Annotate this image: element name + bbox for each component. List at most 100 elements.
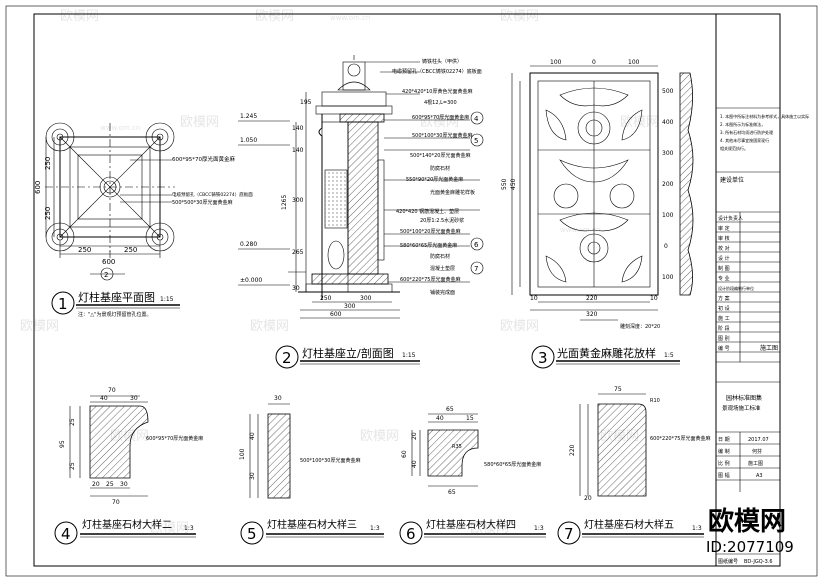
view-title: 灯柱基座石材大样四	[426, 518, 516, 531]
carve-dim: 10	[530, 295, 538, 302]
view-scale: 1:3	[692, 525, 702, 532]
view-title: 灯柱基座立/剖面图	[302, 346, 394, 360]
tb-row: 专 业	[718, 275, 730, 282]
tb-note: 2. 本图所示为标准做法，	[720, 121, 765, 127]
d5-label: 500*100*30厚光面黄金麻	[300, 457, 360, 464]
d5-dim: 40	[249, 432, 256, 440]
carve-label: 雕刻深度：20*20	[620, 323, 660, 330]
plan-label: 电缆预留孔（CBCC铸铁02274）底板面	[172, 191, 253, 198]
tb-row: 审 定	[718, 225, 730, 232]
carve-dim: 0	[592, 59, 596, 66]
view-scale: 1:15	[402, 352, 416, 359]
watermark-url: www.om.cn	[560, 226, 600, 234]
elev-label: 550*90*20厚光面黄金麻	[406, 176, 463, 183]
elev-dim: 1265	[281, 195, 288, 210]
d6-label: 580*60*65厚光面黄金麻	[484, 461, 541, 468]
tb-scale-label: 比 例	[718, 460, 730, 467]
watermark-text: 欧模网	[500, 9, 539, 24]
d6-dim: 20	[411, 432, 418, 440]
tb-note: 1. 本图中所标注材料为参考样式，具体施工以实际	[720, 113, 809, 119]
elev-level: ±0.000	[240, 277, 262, 284]
view-scale: 1:5	[664, 352, 674, 359]
detail-6: 65 40 15 R35 60 20 40 65 580*60*65厚光面黄金麻…	[399, 406, 546, 545]
elev-label: 防腐石材	[430, 253, 450, 260]
elev-label: 20厚1:2.5水泥砂浆	[420, 217, 464, 224]
d4-dim: 25	[69, 418, 76, 426]
d4-dim: 95	[59, 440, 66, 448]
title-block: 1. 本图中所标注材料为参考样式，具体施工以实际 2. 本图所示为标准做法， 3…	[715, 13, 809, 567]
tb-row: 初 设	[718, 305, 730, 312]
carve-dim: 100	[628, 59, 640, 66]
d6-dim: 40	[436, 415, 444, 422]
tb-note: 3. 所有石材均须进行防护处理	[720, 129, 773, 135]
plan-view: 250 250 600 600 250 250 600*95*70厚光面黄金麻 …	[34, 122, 253, 318]
watermark-text: 欧模网	[360, 429, 399, 444]
section-mark: 2	[104, 271, 108, 279]
watermark-text: 欧模网	[150, 521, 189, 536]
view-title: 灯柱基座石材大样三	[267, 518, 357, 531]
elev-dim: 140	[292, 125, 304, 132]
elev-dim: 195	[300, 99, 312, 106]
sheet-border	[33, 13, 781, 567]
watermark-text: 欧模网	[500, 319, 539, 334]
elev-label: 500*100*30厚光面黄金麻	[412, 132, 472, 139]
elev-label: 光面黄金麻雕花样板	[430, 189, 475, 196]
elev-dim: 250	[320, 295, 332, 302]
carve-dim: 450	[510, 178, 517, 190]
d4-dim: 25	[106, 481, 114, 488]
d4-dim: 70	[108, 387, 116, 394]
detail-marker: 4	[474, 115, 479, 123]
d5-dim: 30	[249, 472, 256, 480]
carve-dim: 200	[662, 181, 674, 188]
d5-dim: 30	[274, 395, 282, 402]
plan-dim: 600	[102, 258, 115, 266]
carving-view: 100 0 100 500 400 300 200 100 0 100 550 …	[501, 59, 694, 369]
d6-dim: R35	[452, 444, 462, 450]
tb-row: 制 图	[718, 265, 730, 272]
view-number-circle	[51, 291, 75, 315]
detail-5: 30 100 40 30 500*100*30厚光面黄金麻 5 灯柱基座石材大样…	[239, 395, 384, 545]
view-title: 灯柱基座石材大样二	[82, 518, 172, 531]
tb-date-label: 日 期	[718, 437, 730, 443]
watermark-text: 欧模网	[255, 9, 294, 24]
watermark-text: 欧模网	[420, 115, 459, 130]
tb-row: 设 计	[718, 255, 730, 262]
d4-dim: 30	[120, 481, 128, 488]
plan-dim: 600	[34, 181, 42, 194]
elev-dim: 300	[292, 197, 304, 204]
tb-build-unit: 建设单位	[720, 176, 744, 184]
elev-label: 500*140*20厚光面黄金麻	[410, 152, 470, 159]
carve-dim: 100	[662, 274, 674, 281]
d4-dim: 25	[69, 462, 76, 470]
tb-row: 审 核	[718, 235, 730, 242]
elev-dim: 300	[344, 303, 356, 310]
tb-row: 设计负责人	[718, 215, 743, 222]
carve-dim: 400	[662, 119, 674, 126]
elev-label: 4根12,L=300	[424, 99, 457, 106]
elev-label: 电缆预留孔（CBCC铸铁02274）底板面	[392, 68, 482, 75]
carve-dim: 100	[550, 59, 562, 66]
view-scale: 1:3	[370, 525, 380, 532]
tb-date: 2017.07	[748, 437, 769, 443]
view-number: 1	[58, 295, 68, 313]
elev-level: 1.050	[240, 137, 257, 144]
tb-row: 方 案	[718, 295, 730, 302]
watermark-text: 欧模网	[20, 319, 59, 334]
tb-row: 设计阶段编制行单位	[718, 285, 754, 291]
elev-level: 1.245	[240, 113, 257, 120]
elev-label: 防腐石材	[430, 165, 450, 172]
elev-label: 600*220*75厚光面黄金麻	[400, 276, 460, 283]
elevation-view: 195 140 140 300 265 1265 30 1.245 1.050 …	[238, 55, 484, 369]
elev-dim: 30	[292, 285, 300, 292]
logo-id: ID:2077109	[706, 538, 794, 556]
view-number: 4	[61, 525, 71, 543]
carve-dim: 550	[501, 178, 508, 190]
d7-dim: R10	[650, 398, 660, 404]
elev-dim: 140	[292, 147, 304, 154]
tb-row: 编 号	[718, 345, 730, 352]
detail-7: 75 R10 220 20 600*220*75厚光面黄金麻 7 灯柱基座石材大…	[557, 386, 710, 545]
d5-dim: 100	[239, 448, 246, 460]
elev-dim: 300	[360, 295, 372, 302]
elev-label: 混凝土垫层	[430, 265, 455, 272]
